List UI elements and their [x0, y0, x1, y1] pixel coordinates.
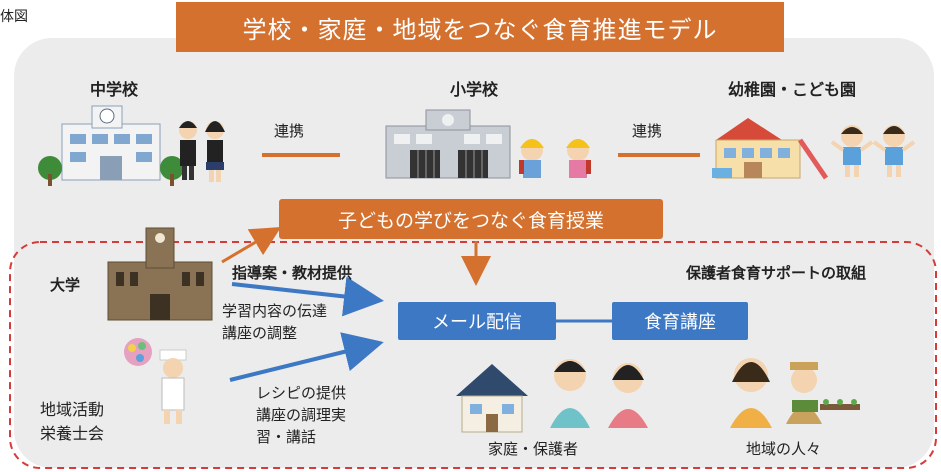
label-dietitian: 地域活動 栄養士会	[40, 398, 104, 446]
community-people-icon	[730, 358, 860, 428]
label-link-left: 連携	[274, 122, 305, 140]
label-dietitian-arrow: レシピの提供 講座の調理実 習・講話	[256, 382, 346, 448]
arrow-university-to-mail	[231, 276, 384, 317]
label-university-arrow2-line1: 学習内容の伝達	[222, 302, 328, 320]
label-community: 地域の人々	[746, 440, 822, 458]
elementary-school-building-icon	[385, 109, 511, 179]
label-link-right: 連携	[632, 122, 663, 140]
label-university-arrow: 指導案・教材提供	[232, 264, 353, 282]
support-region	[9, 241, 937, 469]
label-university-arrow2: 学習内容の伝達 講座の調整	[222, 300, 327, 344]
support-region-label: 保護者食育サポートの取組	[686, 264, 867, 282]
label-dietitian-line1: 地域活動	[40, 400, 105, 419]
label-dietitian-arrow-line3: 習・講話	[256, 428, 317, 446]
university-building-icon	[107, 227, 213, 321]
parents-icon	[550, 359, 648, 428]
label-dietitian-arrow-line1: レシピの提供	[256, 384, 347, 402]
family-house-icon	[456, 364, 528, 433]
middle-school-building-icon	[38, 105, 184, 186]
mail-delivery-box: メール配信	[398, 302, 556, 340]
kindergarten-children-icon	[830, 125, 916, 177]
label-family: 家庭・保護者	[488, 440, 579, 458]
label-middle-school: 中学校	[90, 80, 139, 99]
label-kindergarten: 幼稚園・こども園	[728, 80, 857, 99]
diagram-title: 学校・家庭・地域をつなぐ食育推進モデル	[176, 2, 784, 52]
label-dietitian-arrow-line2: 講座の調理実	[256, 406, 347, 424]
arrow-to-class	[221, 226, 282, 264]
background-panel	[14, 38, 934, 468]
label-elementary-school: 小学校	[450, 80, 499, 99]
kindergarten-building-icon	[712, 118, 829, 180]
nutrition-lecture-box: 食育講座	[612, 302, 748, 340]
label-dietitian-line2: 栄養士会	[40, 424, 105, 443]
arrow-dietitian-to-mail	[229, 332, 384, 382]
class-box: 子どもの学びをつなぐ食育授業	[279, 199, 663, 239]
label-university-arrow2-line2: 講座の調整	[222, 324, 298, 342]
dietitian-icon	[124, 338, 187, 424]
label-university: 大学	[50, 276, 81, 294]
corner-label: 体図	[0, 9, 28, 25]
elementary-students-icon	[519, 139, 591, 178]
middle-school-students-icon	[179, 121, 225, 182]
